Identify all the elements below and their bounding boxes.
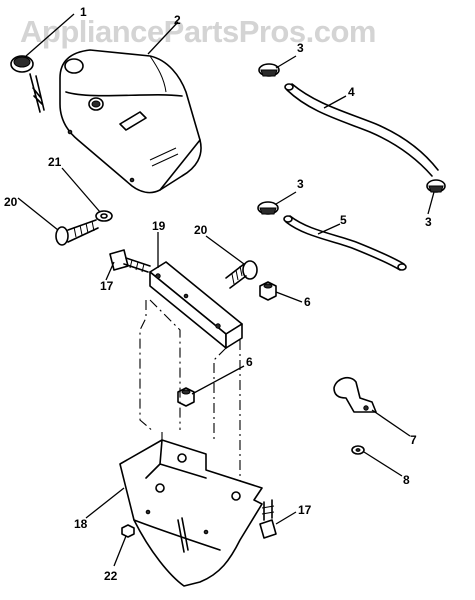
hose-clamp-right	[426, 179, 446, 193]
callout-22: 22	[104, 569, 118, 583]
callout-2: 2	[174, 13, 181, 27]
fuel-cap	[10, 55, 45, 113]
mounting-bracket	[149, 261, 243, 349]
callout-7: 7	[410, 433, 417, 447]
callout-17-upper: 17	[100, 279, 114, 293]
callout-3-middle: 3	[297, 177, 304, 191]
callout-21: 21	[48, 155, 62, 169]
callout-20-right: 20	[194, 223, 208, 237]
callout-1: 1	[80, 5, 87, 19]
fuel-hose-short	[283, 215, 407, 271]
watermark-text: AppliancePartsPros.com	[20, 14, 376, 49]
nut-upper	[259, 281, 277, 301]
hose-clamp-middle	[257, 201, 279, 215]
bolt-lower	[259, 499, 277, 539]
callout-19: 19	[152, 219, 166, 233]
nut-lower	[177, 387, 195, 407]
callout-20-left: 20	[4, 195, 18, 209]
bolt-upper	[109, 249, 151, 273]
hose-clamp-upper	[258, 63, 280, 77]
callout-3-right: 3	[425, 215, 432, 229]
screw-left	[55, 219, 99, 246]
callout-18: 18	[74, 517, 88, 531]
flat-washer	[351, 445, 365, 455]
callout-8: 8	[403, 473, 410, 487]
small-nut	[121, 524, 135, 538]
callout-6-lower: 6	[246, 355, 253, 369]
callout-17-lower: 17	[298, 503, 312, 517]
leader-lines	[17, 13, 435, 567]
callout-5: 5	[340, 213, 347, 227]
fuel-tank	[59, 49, 202, 194]
hose-clip	[333, 376, 377, 413]
engine-shield	[119, 439, 263, 587]
callout-numbers: 1 2 3 4 3 5 3 21 20 19 20 17 6 6 7 8 17 …	[4, 5, 432, 583]
screw-right	[225, 260, 258, 289]
callout-6-upper: 6	[304, 295, 311, 309]
callout-4: 4	[348, 85, 355, 99]
washer	[95, 210, 113, 222]
fuel-hose-long	[284, 83, 439, 177]
callout-3-upper: 3	[297, 41, 304, 55]
assembly-lines	[139, 299, 241, 490]
